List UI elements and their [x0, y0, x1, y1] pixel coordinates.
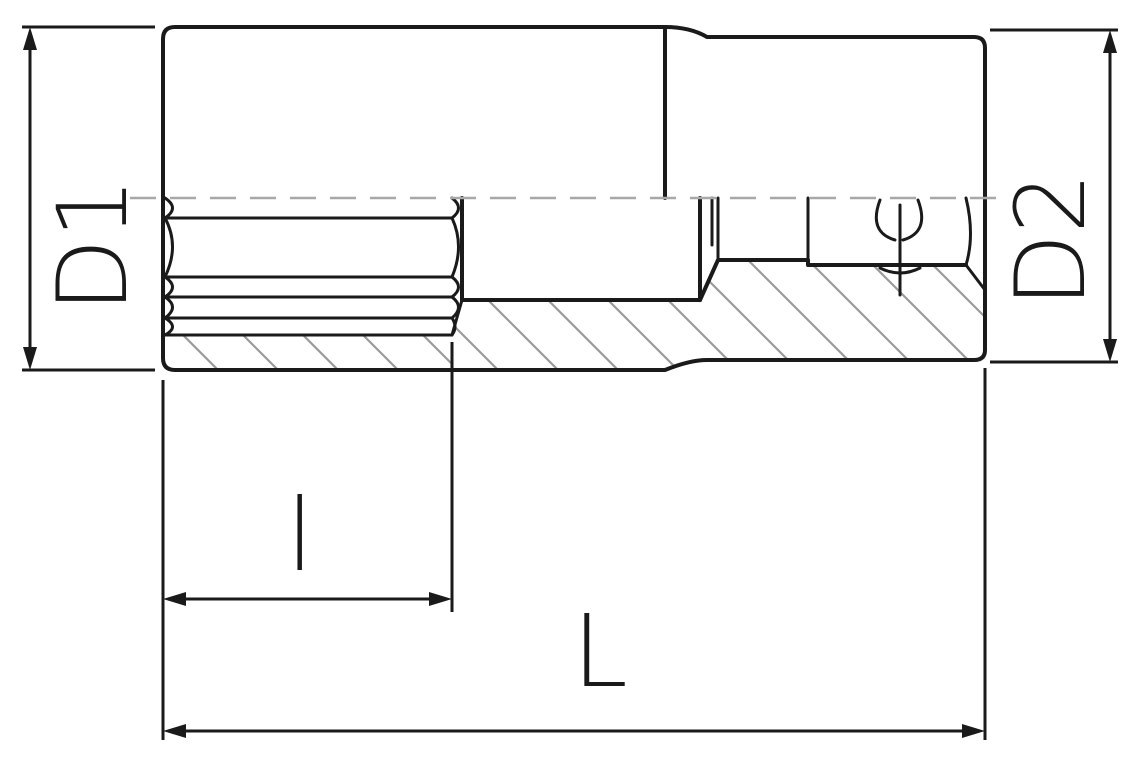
dimension-d1: [22, 25, 155, 372]
label-l-small: l: [286, 477, 314, 594]
hatch-line: [177, 335, 221, 370]
hatch-line: [237, 335, 281, 370]
inner-bore: [450, 196, 987, 337]
label-d2: D2: [995, 173, 1107, 308]
hatch-line: [562, 260, 681, 370]
hatch-line: [622, 260, 741, 370]
hatch-line: [452, 260, 501, 370]
ball-detent-symbol: [874, 198, 924, 297]
dimension-l-small: [161, 342, 454, 612]
dimension-l-total: [161, 368, 987, 740]
hatch-line: [802, 260, 921, 370]
label-d1: D1: [37, 178, 149, 313]
label-l-total: L: [572, 593, 628, 710]
hatch-line: [297, 335, 341, 370]
hatch-line: [922, 260, 985, 370]
hatch-line: [502, 260, 621, 370]
hatch-line: [862, 260, 981, 370]
hatch-line: [357, 335, 401, 370]
twelve-point-profile: [162, 196, 460, 337]
dimension-d2: [990, 28, 1118, 364]
socket-outline: [161, 25, 987, 372]
hatch-line: [742, 260, 861, 370]
section-hatching: [118, 330, 452, 372]
hatch-line: [118, 330, 160, 372]
hatch-line: [417, 335, 452, 370]
